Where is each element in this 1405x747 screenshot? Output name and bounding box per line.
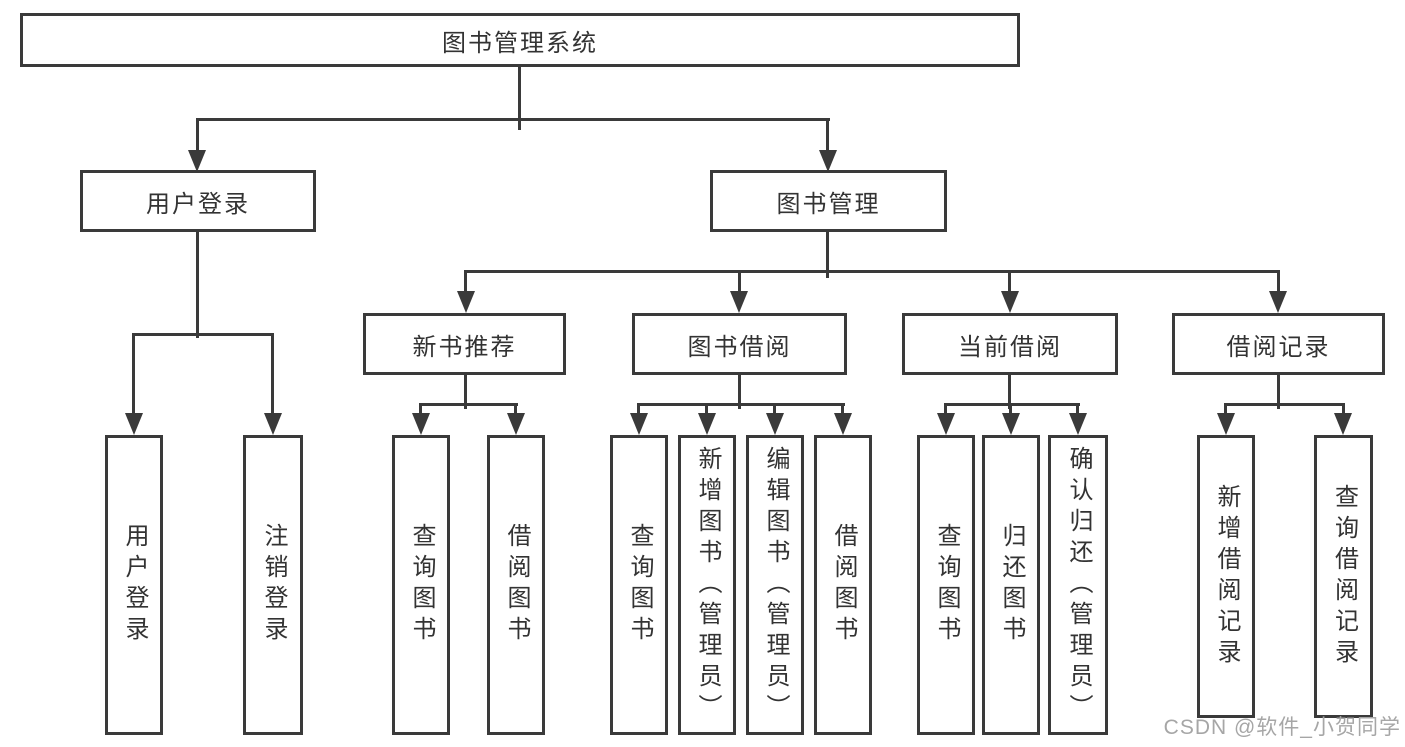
arrow-down-icon xyxy=(937,413,955,435)
arrow-down-icon xyxy=(1269,291,1287,313)
arrow-down-icon xyxy=(1069,413,1087,435)
edge-stem xyxy=(1076,403,1079,415)
arrow-down-icon xyxy=(630,413,648,435)
edge-bookmgmt-horizontal xyxy=(464,270,1280,273)
arrow-down-icon xyxy=(1334,413,1352,435)
edge-currentborrow-vertical xyxy=(1008,375,1011,409)
node-book-borrow: 图书借阅 xyxy=(632,313,847,375)
arrow-down-icon xyxy=(264,413,282,435)
arrow-down-icon xyxy=(412,413,430,435)
edge-stem-new-book xyxy=(464,270,467,294)
edge-stem xyxy=(705,403,708,415)
leaf-borrow-books-1: 借阅图书 xyxy=(487,435,545,735)
edge-borrowrecords-horizontal xyxy=(1224,403,1345,406)
node-current-borrow: 当前借阅 xyxy=(902,313,1118,375)
edge-stem xyxy=(1009,403,1012,415)
edge-stem-leaf-user-login xyxy=(132,333,135,415)
arrow-down-icon xyxy=(730,291,748,313)
arrow-down-icon xyxy=(1002,413,1020,435)
edge-bookborrow-vertical xyxy=(738,375,741,409)
node-new-book-recommend: 新书推荐 xyxy=(363,313,566,375)
arrow-down-icon xyxy=(457,291,475,313)
leaf-query-books-1: 查询图书 xyxy=(392,435,450,735)
arrow-down-icon xyxy=(834,413,852,435)
arrow-down-icon xyxy=(766,413,784,435)
edge-bookborrow-horizontal xyxy=(637,403,845,406)
edge-bookmgmt-vertical xyxy=(826,232,829,278)
arrow-down-icon xyxy=(819,150,837,172)
edge-stem xyxy=(841,403,844,415)
leaf-add-borrow-record: 新增借阅记录 xyxy=(1197,435,1255,718)
edge-stem xyxy=(1224,403,1227,415)
edge-root-horizontal xyxy=(196,118,830,121)
csdn-watermark: CSDN @软件_小贺同学 xyxy=(1163,716,1401,739)
leaf-return-books: 归还图书 xyxy=(982,435,1040,735)
edge-newbook-vertical xyxy=(464,375,467,409)
edge-stem xyxy=(944,403,947,415)
edge-stem xyxy=(419,403,422,415)
edge-newbook-horizontal xyxy=(419,403,518,406)
arrow-down-icon xyxy=(125,413,143,435)
arrow-down-icon xyxy=(698,413,716,435)
node-user-login: 用户登录 xyxy=(80,170,316,232)
leaf-add-books-admin: 新增图书（管理员） xyxy=(678,435,736,735)
edge-stem-leaf-logout xyxy=(271,333,274,415)
edge-stem-book-management xyxy=(826,118,829,152)
arrow-down-icon xyxy=(1217,413,1235,435)
leaf-query-books-2: 查询图书 xyxy=(610,435,668,735)
leaf-query-books-3: 查询图书 xyxy=(917,435,975,735)
leaf-confirm-return-admin: 确认归还（管理员） xyxy=(1048,435,1108,735)
edge-stem-borrow-records xyxy=(1277,270,1280,294)
edge-userlogin-horizontal xyxy=(132,333,274,336)
edge-borrowrecords-vertical xyxy=(1277,375,1280,409)
leaf-edit-books-admin: 编辑图书（管理员） xyxy=(746,435,804,735)
leaf-user-login: 用户登录 xyxy=(105,435,163,735)
leaf-query-borrow-record: 查询借阅记录 xyxy=(1314,435,1373,718)
node-book-management: 图书管理 xyxy=(710,170,947,232)
edge-stem xyxy=(773,403,776,415)
arrow-down-icon xyxy=(507,413,525,435)
leaf-logout: 注销登录 xyxy=(243,435,303,735)
edge-currentborrow-horizontal xyxy=(944,403,1080,406)
arrow-down-icon xyxy=(1001,291,1019,313)
edge-stem xyxy=(1342,403,1345,415)
node-root: 图书管理系统 xyxy=(20,13,1020,67)
edge-stem-book-borrow xyxy=(738,270,741,294)
edge-userlogin-vertical xyxy=(196,232,199,338)
edge-stem-current-borrow xyxy=(1008,270,1011,294)
edge-stem-user-login xyxy=(196,118,199,152)
leaf-borrow-books-2: 借阅图书 xyxy=(814,435,872,735)
edge-root-vertical xyxy=(518,67,521,130)
node-borrow-records: 借阅记录 xyxy=(1172,313,1385,375)
edge-stem xyxy=(514,403,517,415)
edge-stem xyxy=(637,403,640,415)
arrow-down-icon xyxy=(188,150,206,172)
